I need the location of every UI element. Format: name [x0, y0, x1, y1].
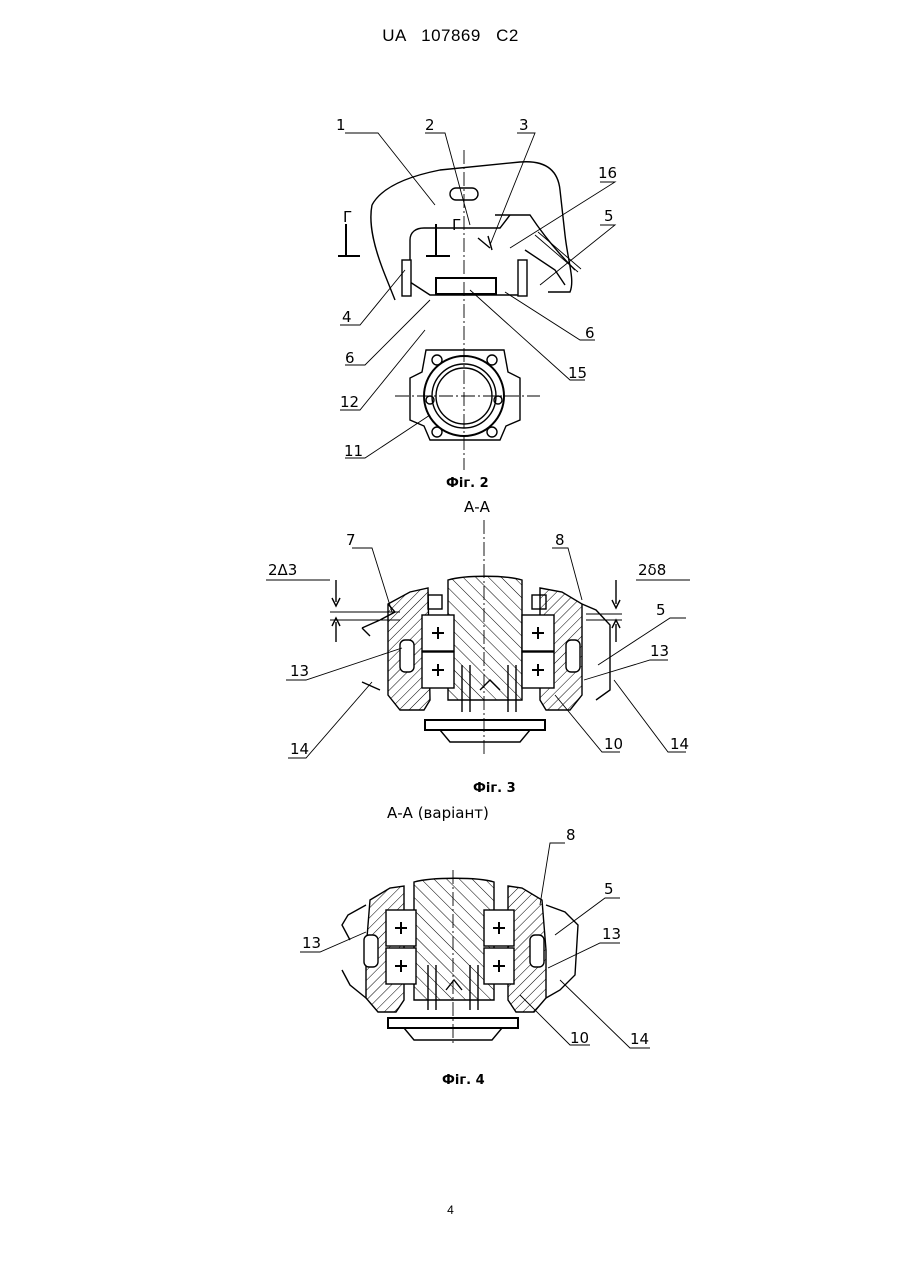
- fig2-leader-6-left: [345, 300, 430, 365]
- fig2-label-1: 1: [336, 116, 346, 134]
- fig4-wing-left: [342, 905, 366, 998]
- fig3-label-8: 8: [555, 531, 565, 549]
- fig2-leader-2: [425, 133, 470, 225]
- fig2-arrows: [478, 236, 492, 250]
- fig3-leader-5: [598, 618, 686, 665]
- fig4-label-8: 8: [566, 826, 576, 844]
- fig2-label-16: 16: [598, 164, 617, 182]
- fig3-dim-left-arrows: [332, 580, 340, 642]
- fig3-label-2delta: 2Δ3: [268, 561, 297, 579]
- fig2-bolt-br: [487, 427, 497, 437]
- fig2-support-4: [402, 260, 411, 296]
- fig4-caption: Фіг. 4: [442, 1073, 485, 1088]
- fig3-label-5: 5: [656, 601, 666, 619]
- fig2-plate-15: [436, 278, 496, 294]
- fig2-label-4: 4: [342, 308, 352, 326]
- fig3-caption: Фіг. 3: [473, 781, 516, 796]
- fig3-label-14-right: 14: [670, 735, 689, 753]
- fig3-label-10: 10: [604, 735, 623, 753]
- fig4-label-10: 10: [570, 1029, 589, 1047]
- fig4-label-13-left: 13: [302, 934, 321, 952]
- fig3-section-title: А-А: [464, 498, 491, 516]
- fig2-label-11: 11: [344, 442, 363, 460]
- fig2-section-mark-mid: [426, 224, 450, 256]
- fig3-shaft: [448, 576, 522, 700]
- fig2-element-16: [495, 215, 575, 285]
- fig3-leader-13-right: [584, 660, 668, 680]
- fig2-bolt-tr: [487, 355, 497, 365]
- fig2-caption: Фіг. 2: [446, 476, 489, 491]
- fig4-label-14: 14: [630, 1030, 649, 1048]
- fig2-label-2: 2: [425, 116, 435, 134]
- fig2-label-3: 3: [519, 116, 529, 134]
- fig2-bolt-tl: [432, 355, 442, 365]
- fig3-top-cap-left: [428, 595, 442, 609]
- fig4-section-title: А-А (варіант): [387, 804, 489, 822]
- figure-2: Г Г 1 2 3 16 5 4 6 6 12 15: [336, 116, 617, 491]
- fig3-side-roller-left: [400, 640, 414, 672]
- fig3-label-13-right: 13: [650, 642, 669, 660]
- fig4-leader-8: [540, 843, 565, 905]
- fig3-bottom-cover: [440, 730, 530, 742]
- page-number: 4: [0, 1203, 901, 1217]
- fig3-dim-right-arrows: [612, 580, 620, 642]
- fig2-leader-5: [540, 225, 615, 285]
- fig2-section-mark-left: [338, 224, 360, 256]
- fig3-label-13-left: 13: [290, 662, 309, 680]
- fig2-support-5: [518, 260, 527, 296]
- fig3-bottom-plate: [425, 720, 545, 730]
- fig4-side-roller-right: [530, 935, 544, 967]
- fig2-leader-6-right: [505, 292, 595, 340]
- fig2-section-letter-left: Г: [343, 208, 352, 226]
- fig2-label-12: 12: [340, 393, 359, 411]
- fig3-label-7: 7: [346, 531, 356, 549]
- fig2-label-6-left: 6: [345, 349, 355, 367]
- figure-4: А-А (варіант) 8 5 13 13 1: [300, 804, 650, 1088]
- fig4-shaft: [414, 878, 494, 1000]
- fig2-leader-3: [490, 133, 535, 245]
- figure-3: А-А: [266, 498, 690, 796]
- fig4-label-5: 5: [604, 880, 614, 898]
- fig4-side-roller-left: [364, 935, 378, 967]
- fig3-label-14-left: 14: [290, 740, 309, 758]
- fig3-side-roller-right: [566, 640, 580, 672]
- fig2-label-5: 5: [604, 207, 614, 225]
- fig3-label-2del: 2δ8: [638, 561, 666, 579]
- fig3-leader-7: [352, 548, 392, 612]
- fig2-section-letter-mid: Г: [452, 216, 461, 234]
- fig4-label-13-right: 13: [602, 925, 621, 943]
- fig2-leader-1: [345, 133, 435, 205]
- fig2-label-6-right: 6: [585, 324, 595, 342]
- fig2-label-15: 15: [568, 364, 587, 382]
- fig2-bolt-bl: [432, 427, 442, 437]
- fig4-wing-right: [546, 905, 578, 998]
- fig4-leader-13-right: [548, 943, 620, 968]
